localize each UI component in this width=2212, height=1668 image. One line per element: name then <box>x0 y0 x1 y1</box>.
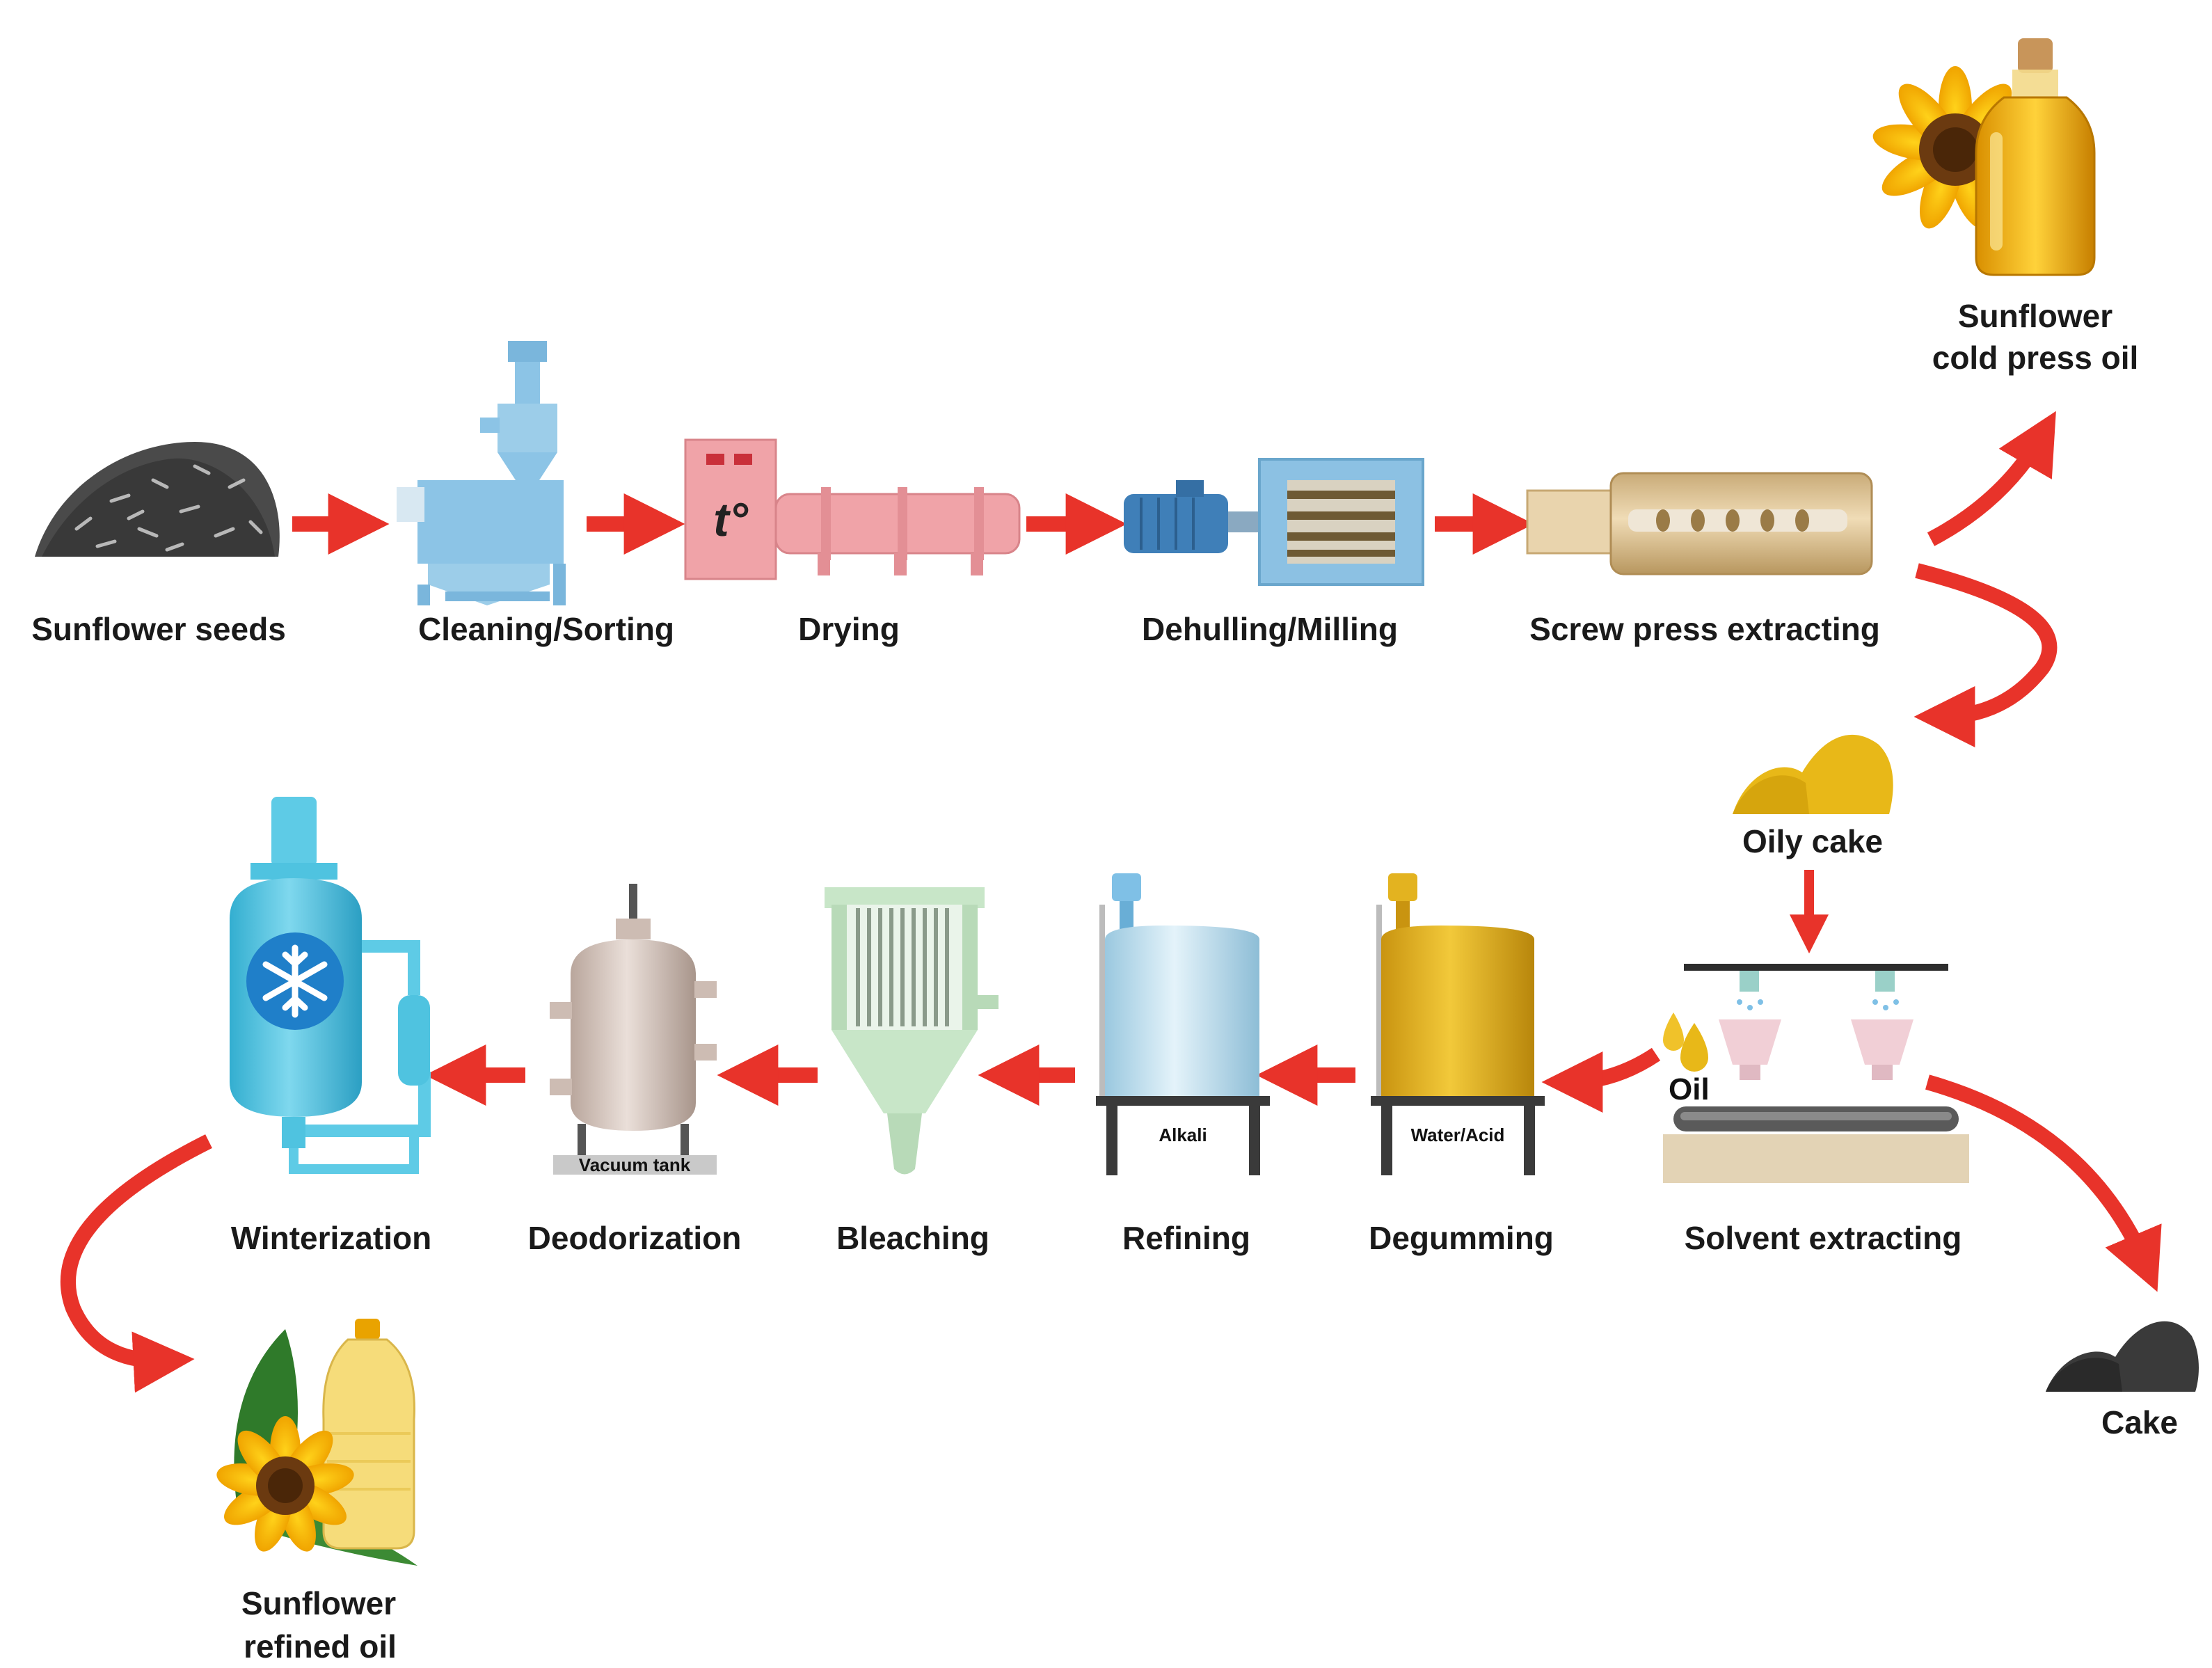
cake-pile-icon <box>2046 1321 2199 1392</box>
arrow-winterization-to-refined-oil <box>60 1134 212 1393</box>
label-cleaning-sorting: Cleaning/Sorting <box>418 611 674 647</box>
label-winterization: Winterization <box>231 1220 431 1256</box>
arrow-press-to-cold-oil <box>1927 411 2056 546</box>
arrow-press-to-oily-cake <box>1913 563 2058 747</box>
label-screw-press: Screw press extracting <box>1529 611 1880 647</box>
label-refined-oil-2: refined oil <box>244 1628 397 1665</box>
temperature-tag: t° <box>713 493 749 546</box>
label-refined-oil-1: Sunflower <box>241 1585 396 1621</box>
screw-press: Screw press extracting <box>1526 472 1880 647</box>
winterization: Winterization <box>230 797 431 1256</box>
seed-pile-icon <box>35 442 280 557</box>
label-cake: Cake <box>2101 1404 2178 1440</box>
label-solvent-extracting: Solvent extracting <box>1685 1220 1962 1256</box>
bleaching-vessel <box>825 887 998 1175</box>
alkali-tag: Alkali <box>1159 1125 1207 1145</box>
label-oil: Oil <box>1669 1072 1710 1106</box>
refining-tank: Alkali <box>1096 873 1270 1175</box>
label-refining: Refining <box>1122 1220 1250 1256</box>
cake: Cake <box>2046 1321 2199 1440</box>
dehulling-milling: Dehulling/Milling <box>1124 458 1424 647</box>
water-acid-tag: Water/Acid <box>1411 1125 1505 1145</box>
arrow-solvent-to-degumming <box>1541 1047 1661 1113</box>
oil-drop-icon <box>1663 1012 1708 1072</box>
oil-bottle-icon <box>322 1319 415 1550</box>
deodorization: Vacuum tank Deodorization <box>528 884 742 1256</box>
label-drying: Drying <box>798 611 900 647</box>
label-oily-cake: Oily cake <box>1742 823 1883 859</box>
cleaning-sorting: Cleaning/Sorting <box>397 341 674 647</box>
refining: Alkali Refining <box>1096 873 1270 1256</box>
label-cold-press-oil-1: Sunflower <box>1958 298 2112 334</box>
screw-press-machine <box>1526 472 1873 575</box>
bleaching: Bleaching <box>825 887 998 1256</box>
label-bleaching: Bleaching <box>836 1220 989 1256</box>
degumming: Water/Acid Degumming <box>1369 873 1554 1256</box>
drying: t° Drying <box>684 438 1021 647</box>
label-degumming: Degumming <box>1369 1220 1554 1256</box>
refined-oil: Sunflower refined oil <box>216 1319 417 1665</box>
dehuller-machine <box>1124 458 1424 586</box>
oily-cake: Oily cake <box>1733 734 1893 859</box>
sunflower-icon <box>216 1416 354 1552</box>
label-dehulling-milling: Dehulling/Milling <box>1142 611 1398 647</box>
snowflake-icon <box>246 932 344 1030</box>
solvent-extracting: Oil Solvent extracting <box>1663 964 1969 1256</box>
label-sunflower-seeds: Sunflower seeds <box>31 611 286 647</box>
arrow-solvent-to-cake <box>1925 1074 2162 1292</box>
label-deodorization: Deodorization <box>528 1220 742 1256</box>
degumming-tank: Water/Acid <box>1371 873 1545 1175</box>
cleaner-machine <box>397 341 566 605</box>
vacuum-tank-tag: Vacuum tank <box>579 1154 691 1175</box>
label-cold-press-oil-2: cold press oil <box>1932 340 2139 376</box>
oil-bottle-icon <box>1975 38 2096 276</box>
sunflower-seeds: Sunflower seeds <box>31 442 286 647</box>
solvent-extractor <box>1663 964 1969 1183</box>
deodorizer-tank: Vacuum tank <box>550 884 717 1175</box>
oily-cake-pile-icon <box>1733 734 1893 814</box>
cold-press-oil: Sunflower cold press oil <box>1872 38 2139 376</box>
dryer-machine: t° <box>684 438 1021 580</box>
winterizer-vessel <box>230 797 431 1174</box>
